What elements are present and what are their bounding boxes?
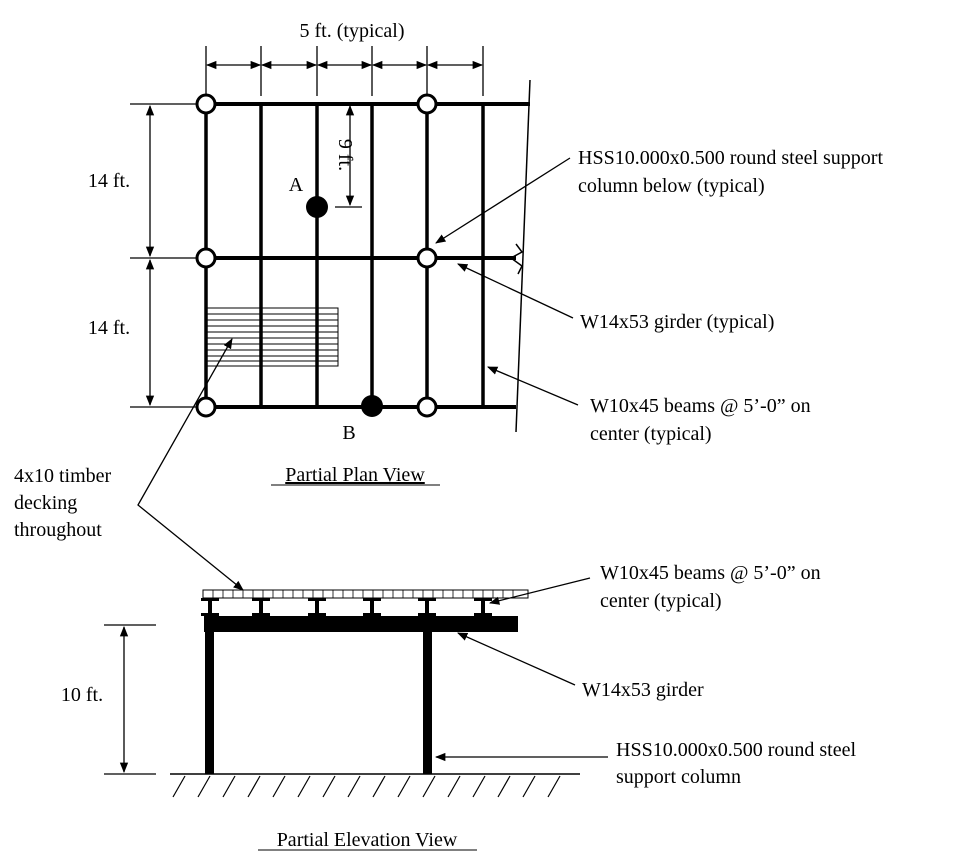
- point-a-marker: [306, 196, 328, 218]
- beam-leader: [487, 366, 579, 406]
- elev-column-callout-line-2: support column: [616, 766, 741, 788]
- ground-hatch: [172, 775, 561, 798]
- column-circle: [416, 93, 438, 115]
- elev-beam-callout-line-2: center (typical): [600, 590, 722, 612]
- plan-top-dimension: [205, 46, 484, 96]
- elevation-height-dimension: [104, 624, 156, 775]
- elevation-view: [104, 577, 608, 798]
- plan-leaders: [137, 157, 579, 591]
- girder-callout: W14x53 girder (typical): [580, 311, 774, 333]
- beam-callout-line-2: center (typical): [590, 423, 712, 445]
- plan-view-title: Partial Plan View: [285, 464, 425, 486]
- elevation-leaders: [434, 577, 608, 762]
- elev-girder-callout: W14x53 girder: [582, 679, 704, 701]
- plan-left-dimension: [130, 103, 196, 408]
- decking-callout-line-3: throughout: [14, 519, 102, 541]
- bay-1-label: 14 ft.: [88, 170, 130, 192]
- plan-break-line: [515, 79, 531, 433]
- beam-section: [308, 598, 326, 616]
- column-circle: [416, 247, 438, 269]
- elev-beam-callout-line-1: W10x45 beams @ 5’-0” on: [600, 562, 821, 584]
- elev-column-callout: HSS10.000x0.500 round steel support colu…: [616, 739, 861, 788]
- decking-callout: 4x10 timber decking throughout: [14, 465, 116, 541]
- decking-leader: [137, 338, 244, 591]
- plan-view: [130, 46, 579, 591]
- column-leader: [435, 157, 571, 244]
- column-circle: [195, 93, 217, 115]
- elevation-view-title: Partial Elevation View: [277, 829, 458, 851]
- elev-girder-leader: [457, 632, 576, 686]
- beam-section: [474, 598, 492, 616]
- column-callout-line-2: column below (typical): [578, 175, 765, 197]
- elevation-column-right: [423, 632, 432, 774]
- bay-2-label: 14 ft.: [88, 317, 130, 339]
- elevation-column-left: [205, 632, 214, 774]
- height-label: 10 ft.: [61, 684, 103, 706]
- dist-9ft-label: 9 ft.: [334, 139, 356, 171]
- spacing-label: 5 ft. (typical): [300, 20, 405, 42]
- elevation-girder: [204, 616, 518, 632]
- plan-9ft-dimension: [335, 104, 362, 208]
- elev-beam-leader: [488, 577, 591, 605]
- elevation-deck-planks: [212, 590, 514, 598]
- column-circle: [195, 396, 217, 418]
- column-callout: HSS10.000x0.500 round steel support colu…: [578, 147, 888, 197]
- beam-callout-line-1: W10x45 beams @ 5’-0” on: [590, 395, 811, 417]
- point-b-label: B: [342, 422, 355, 444]
- elev-column-callout-line-1: HSS10.000x0.500 round steel: [616, 739, 856, 761]
- column-callout-line-1: HSS10.000x0.500 round steel support: [578, 147, 883, 169]
- beam-section: [363, 598, 381, 616]
- beam-callout: W10x45 beams @ 5’-0” on center (typical): [590, 395, 816, 445]
- point-b-marker: [361, 395, 383, 417]
- decking-callout-line-2: decking: [14, 492, 77, 514]
- plan-break-symbol: [509, 243, 524, 275]
- elevation-deck: [202, 589, 529, 599]
- column-circle: [416, 396, 438, 418]
- point-a-label: A: [289, 174, 304, 196]
- column-circle: [195, 247, 217, 269]
- girder-leader: [457, 263, 574, 319]
- beam-section: [201, 598, 219, 616]
- beam-section: [252, 598, 270, 616]
- beam-section: [418, 598, 436, 616]
- elev-beam-callout: W10x45 beams @ 5’-0” on center (typical): [600, 562, 826, 612]
- decking-callout-line-1: 4x10 timber: [14, 465, 112, 487]
- elevation-beams: [201, 598, 492, 616]
